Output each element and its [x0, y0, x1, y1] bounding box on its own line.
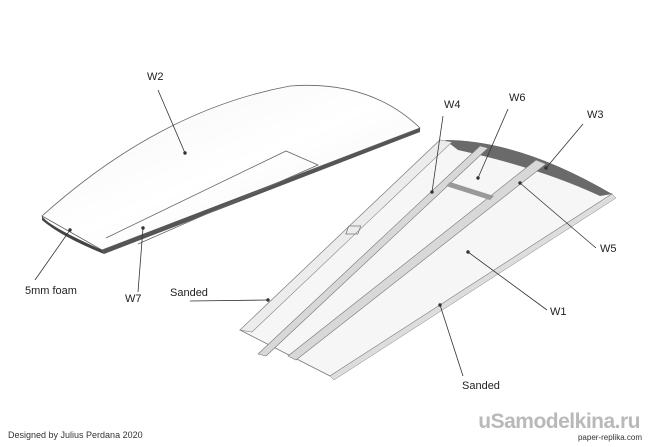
label-w6: W6 [509, 92, 526, 104]
left-wing [41, 84, 421, 254]
w7-flap-outline [105, 150, 319, 245]
watermark-logo: uSamodelkina.ru [478, 410, 640, 433]
label-w4: W4 [444, 99, 461, 111]
leading-edge-strip [239, 139, 453, 333]
label-w3: W3 [587, 109, 604, 121]
left-wing-end-profile [42, 216, 104, 254]
label-w2: W2 [147, 71, 164, 83]
designer-credit: Designed by Julius Perdana 2020 [8, 430, 143, 440]
leader-lines [34, 89, 597, 377]
label-w7: W7 [125, 293, 142, 305]
left-wing-trailing-edge [102, 128, 420, 254]
w6-cross-piece [446, 182, 494, 200]
sanded-trailing-strip [329, 193, 617, 381]
w5-spar [287, 159, 547, 361]
left-wing-skin [41, 84, 421, 251]
right-wing [239, 139, 617, 381]
label-w1: W1 [550, 306, 567, 318]
label-sanded-left: Sanded [170, 287, 208, 299]
source-site: paper-replika.com [577, 433, 642, 442]
label-sanded-bottom: Sanded [462, 380, 500, 392]
access-hole [345, 225, 362, 235]
label-5mm-foam: 5mm foam [25, 285, 77, 297]
label-w5: W5 [600, 243, 617, 255]
w4-spar [257, 145, 489, 357]
